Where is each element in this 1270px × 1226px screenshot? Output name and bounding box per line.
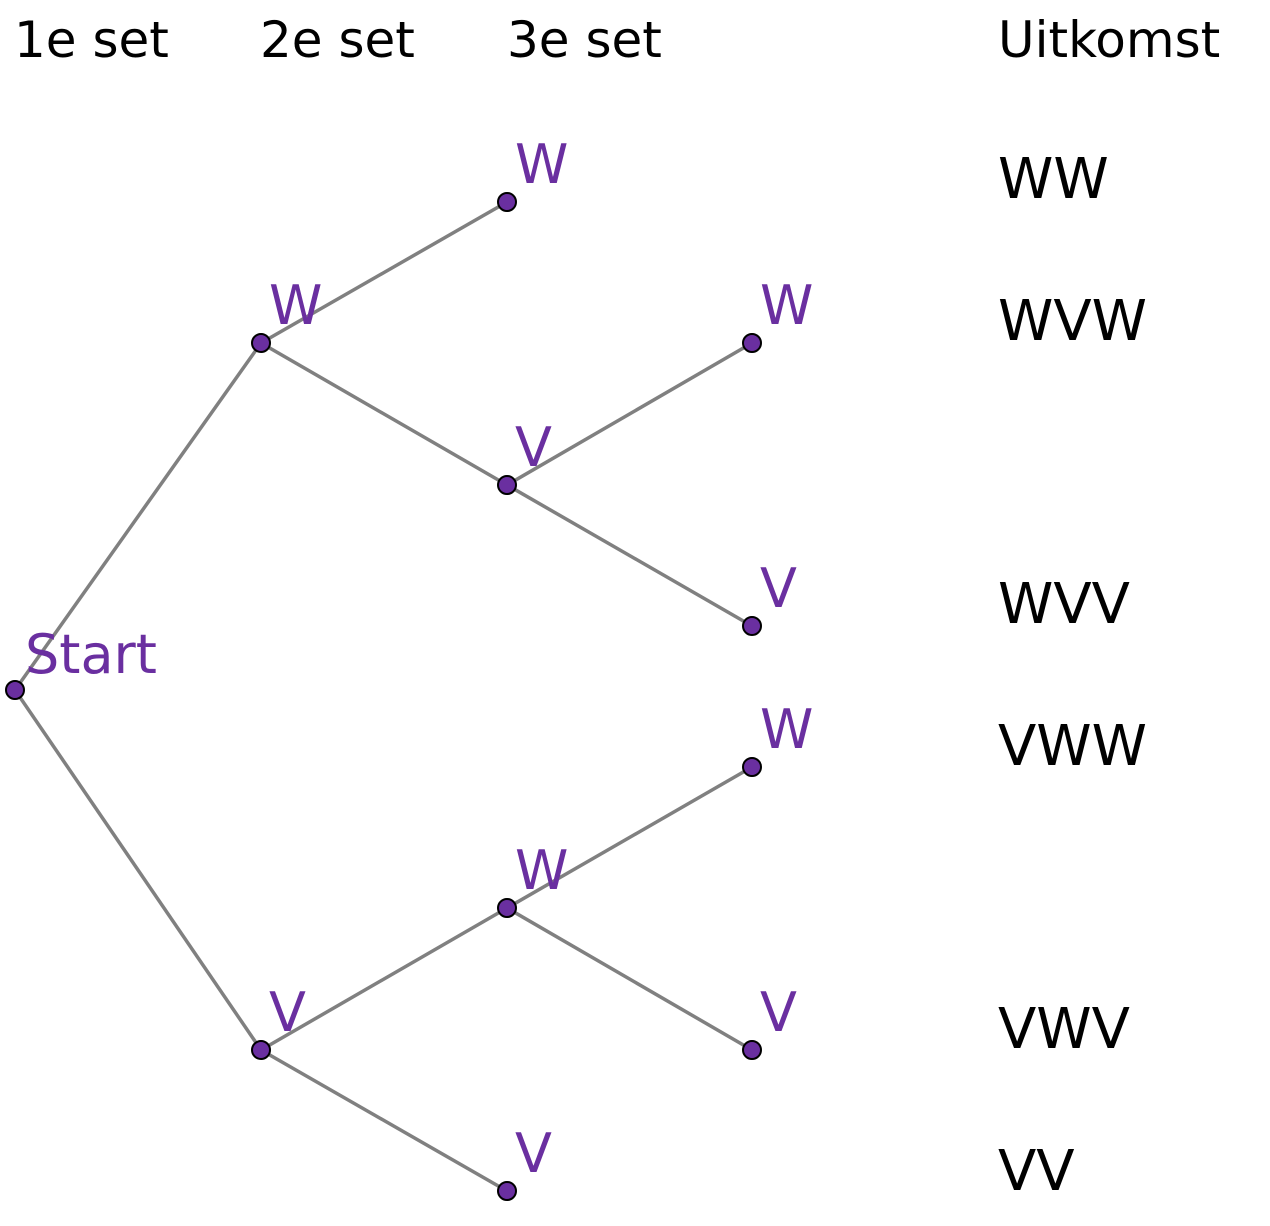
outcome-vv: VV — [998, 1139, 1075, 1204]
header-set-2: 2e set — [260, 11, 415, 69]
edge-V-VW — [260, 906, 508, 1052]
edge-W-WV — [260, 341, 508, 487]
node-label-VW: W — [515, 839, 568, 902]
node-label-WW: W — [515, 133, 568, 196]
node-WV — [497, 475, 517, 495]
edge-VW-VWV — [506, 906, 753, 1052]
node-WW — [497, 192, 517, 212]
node-label-VV: V — [515, 1122, 552, 1185]
node-VW — [497, 898, 517, 918]
header-set-1: 1e set — [14, 11, 169, 69]
node-W — [251, 333, 271, 353]
outcome-ww: WW — [998, 147, 1109, 212]
outcome-vwv: VWV — [998, 997, 1130, 1062]
node-label-WV: V — [515, 416, 552, 479]
node-VV — [497, 1181, 517, 1201]
node-label-start: Start — [25, 623, 157, 686]
outcome-wvw: WVW — [998, 289, 1147, 354]
outcome-vww: VWW — [998, 714, 1147, 779]
node-label-V: V — [269, 981, 306, 1044]
node-label-VWW: W — [760, 698, 813, 761]
node-WVW — [742, 333, 762, 353]
edge-WV-WVV — [506, 483, 753, 628]
outcome-wvv: WVV — [998, 572, 1130, 637]
header-set-3: 3e set — [507, 11, 662, 69]
node-label-W: W — [269, 274, 322, 337]
node-label-VWV: V — [760, 981, 797, 1044]
node-WVV — [742, 616, 762, 636]
node-label-WVW: W — [760, 274, 813, 337]
node-VWV — [742, 1040, 762, 1060]
edge-W-WW — [260, 200, 508, 345]
edge-start-W — [13, 341, 263, 692]
node-VWW — [742, 757, 762, 777]
edge-start-V — [13, 689, 263, 1051]
node-start — [5, 680, 25, 700]
header-outcome: Uitkomst — [998, 11, 1220, 69]
edge-V-VV — [260, 1048, 508, 1193]
edge-WV-WVW — [506, 341, 753, 487]
edge-VW-VWW — [506, 765, 753, 910]
node-V — [251, 1040, 271, 1060]
node-label-WVV: V — [760, 557, 797, 620]
